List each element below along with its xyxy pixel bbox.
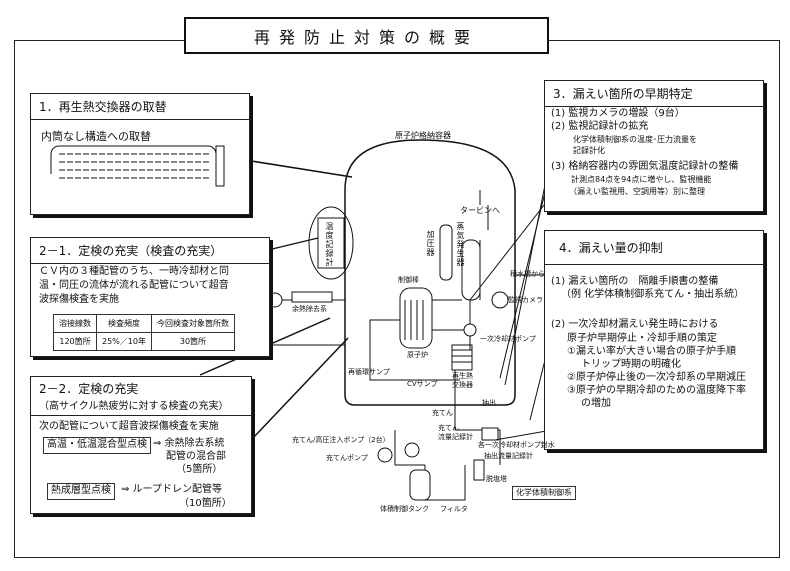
panel-leak-suppression: 4．漏えい量の抑制 (1) 漏えい箇所の 隔離手順書の整備 （例 化学体積制御系… <box>544 230 764 450</box>
label-drain-tank: 積水槽から <box>510 270 545 278</box>
hx-tube-lines <box>59 145 225 187</box>
primary-pump-symbol <box>463 323 477 337</box>
label-primary-pump: 一次冷却材ポンプ <box>480 335 536 343</box>
panel1-heading: 1．再生熱交換器の取替 <box>31 94 249 120</box>
label-seal-water: 各一次冷却材ポンプ封水 <box>478 441 555 449</box>
panel21-body-2: 温・同圧の流体が流れる配管について超音 <box>39 280 229 291</box>
label-pressurizer: 加圧器 <box>426 230 435 257</box>
label-cvcs: 化学体積制御系 <box>512 486 576 500</box>
table-cell: 25%／10年 <box>96 332 152 351</box>
panel4-line-1: (1) 漏えい箇所の 隔離手順書の整備 <box>551 276 719 287</box>
vct-tank <box>409 469 431 501</box>
table-header: 検査頻度 <box>96 314 152 333</box>
charging-pump-symbol <box>377 447 393 463</box>
label-vct: 体積制御タンク <box>380 505 429 513</box>
item1-line-1: ⇒ 余熱除去系統 <box>153 438 225 449</box>
panel3-sub3-2: （漏えい監視用、空調用等）別に整理 <box>569 187 705 196</box>
panel22-title: 2－2．定検の充実 <box>39 382 139 396</box>
panel21-body-1: ＣＶ内の３種配管のうち、一時冷却材と同 <box>39 266 229 277</box>
panel1-subheading: 内筒なし構造への取替 <box>41 130 151 143</box>
panel4-line-8: ②原子炉停止後の一次冷却系の早期減圧 <box>567 372 746 383</box>
panel4-line-2: （例 化学体積制御系充てん・抽出系統） <box>561 289 745 300</box>
panel3-item-3: (3) 格納容器内の雰囲気温度記録計の整備 <box>551 161 739 172</box>
panel-early-detection: 3．漏えい箇所の早期特定 (1) 監視カメラの増設（9台） (2) 監視記録計の… <box>544 80 764 212</box>
demineralizer-tank <box>473 459 485 481</box>
rhr-hx <box>291 291 333 303</box>
item2-line-1: ⇒ ループドレン配管等 <box>121 484 222 495</box>
label-demineralizer: 脱塩塔 <box>486 475 507 483</box>
table-header: 溶接線数 <box>53 314 97 333</box>
label-rhr: 余熱除去系 <box>292 305 327 313</box>
label-charging-hp-pump: 充てん/高圧注入ポンプ（2台） <box>292 436 390 444</box>
panel3-item-2: (2) 監視記録計の拡充 <box>551 121 649 132</box>
pressurizer-vessel <box>439 224 453 281</box>
panel4-line-4: (2) 一次冷却材漏えい発生時における <box>551 319 719 330</box>
item1-line-3: （5箇所） <box>176 464 223 475</box>
panel-inspection: 2－1．定検の充実（検査の充実） ＣＶ内の３種配管のうち、一時冷却材と同 温・同… <box>30 237 270 357</box>
panel22-intro: 次の配管について超音波探傷検査を実施 <box>39 421 219 432</box>
table-cell: 120箇所 <box>53 332 97 351</box>
label-regen-hx-1: 再生熱 <box>452 372 473 380</box>
regen-hx-coil <box>451 344 473 371</box>
label-camera: 監視カメラ <box>508 296 543 304</box>
panel21-body-3: 波探傷検査を実施 <box>39 294 119 305</box>
rhr-pump <box>267 292 283 308</box>
label-containment: 原子炉格納容器 <box>395 131 451 140</box>
label-temp-recorder: 温度記録計 <box>325 222 334 267</box>
label-recirc-sump: 再循環サンプ <box>348 368 390 376</box>
reactor-vessel <box>399 287 433 349</box>
item2-line-2: （10箇所） <box>179 498 232 509</box>
panel4-heading: 4．漏えい量の抑制 <box>545 231 763 265</box>
panel3-heading: 3．漏えい箇所の早期特定 <box>545 81 763 107</box>
inspection-table: 溶接線数 検査頻度 今回検査対象箇所数 120箇所 25%／10年 30箇所 <box>53 314 235 351</box>
panel3-sub3-1: 計測点84点を94点に増やし、監視機能 <box>571 175 712 184</box>
label-charging-pump: 充てんポンプ <box>326 454 368 462</box>
charging-hp-pump-symbol <box>404 442 420 458</box>
panel4-line-5: 原子炉早期停止・冷却手順の策定 <box>567 333 717 344</box>
panel3-sub2-2: 記録計化 <box>573 146 605 155</box>
containment-vessel <box>344 139 516 406</box>
label-control-rod: 制御棒 <box>398 276 419 284</box>
item1-line-2: 配管の混合部 <box>166 451 226 462</box>
label-letdown: 抽出 <box>482 399 496 407</box>
title-box: 再発防止対策の概要 <box>184 17 549 54</box>
panel22-heading: 2－2．定検の充実 （高サイクル熱疲労に対する検査の充実） <box>31 377 251 416</box>
panel4-line-7: トリップ時期の明確化 <box>581 359 681 370</box>
label-to-turbine: タービンへ <box>460 206 500 215</box>
label-charging-rec-1: 充てん <box>438 424 459 432</box>
table-row: 120箇所 25%／10年 30箇所 <box>53 332 235 351</box>
panel21-heading: 2－1．定検の充実（検査の充実） <box>31 238 269 264</box>
label-reactor: 原子炉 <box>407 351 428 359</box>
label-cv-sump: CVサンプ <box>407 380 438 388</box>
panel3-item-1: (1) 監視カメラの増設（9台） <box>551 108 685 119</box>
label-steam-generator: 蒸気発生器 <box>456 222 465 267</box>
panel22-subheading: （高サイクル熱疲労に対する検査の充実） <box>39 401 229 412</box>
letdown-recorder-box <box>481 427 499 441</box>
panel4-line-6: ①漏えい率が大きい場合の原子炉手順 <box>567 346 736 357</box>
panel-regen-hx: 1．再生熱交換器の取替 内筒なし構造への取替 <box>30 93 250 215</box>
panel4-line-10: の増加 <box>581 398 611 409</box>
item1-label: 高温・低温混合型点検 <box>43 437 151 454</box>
panel3-sub2-1: 化学体積制御系の温度･圧力流量を <box>573 135 697 144</box>
page-title: 再発防止対策の概要 <box>253 27 479 47</box>
panel4-line-9: ③原子炉の早期冷却のための温度降下率 <box>567 385 746 396</box>
panel-fatigue-inspection: 2－2．定検の充実 （高サイクル熱疲労に対する検査の充実） 次の配管について超音… <box>30 376 252 514</box>
label-filter: フィルタ <box>440 505 468 513</box>
table-header: 今回検査対象箇所数 <box>150 314 235 333</box>
table-header-row: 溶接線数 検査頻度 今回検査対象箇所数 <box>53 314 235 333</box>
temp-recorder-box <box>317 217 345 269</box>
label-regen-hx-2: 交換器 <box>452 381 473 389</box>
table-cell: 30箇所 <box>150 332 235 351</box>
label-charging: 充てん <box>432 409 453 417</box>
label-letdown-rec: 抽出流量記録計 <box>484 452 533 460</box>
label-charging-rec-2: 流量記録計 <box>438 433 473 441</box>
item2-label: 熱成層型点検 <box>47 483 115 500</box>
camera-symbol <box>491 291 509 309</box>
temp-recorder-callout <box>308 206 354 280</box>
